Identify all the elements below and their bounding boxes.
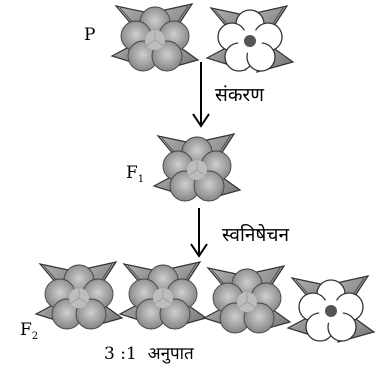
ratio-value: 3 :1 — [104, 344, 137, 364]
selfing-step-label: स्वनिषेचन — [222, 226, 289, 245]
cross-step-label: संकरण — [215, 86, 264, 105]
f1-label: F1 — [126, 165, 144, 182]
dominant-flower-f2-3 — [200, 262, 295, 334]
f1-subscript: 1 — [138, 174, 144, 185]
cross-arrow — [190, 62, 212, 130]
parent-label: P — [84, 27, 95, 44]
recessive-flower-f2 — [284, 272, 379, 344]
f1-letter: F — [126, 163, 138, 183]
f2-letter: F — [20, 320, 32, 340]
selfing-arrow — [188, 208, 210, 260]
f2-subscript: 2 — [32, 331, 38, 342]
dominant-flower-f2-2 — [116, 258, 211, 330]
ratio-label: 3 :1 अनुपात — [104, 346, 194, 363]
ratio-word: अनुपात — [148, 344, 194, 364]
recessive-flower-parent — [203, 2, 298, 74]
dominant-flower-f1 — [150, 130, 245, 202]
dominant-flower-parent — [108, 0, 203, 72]
dominant-flower-f2-1 — [32, 258, 127, 330]
